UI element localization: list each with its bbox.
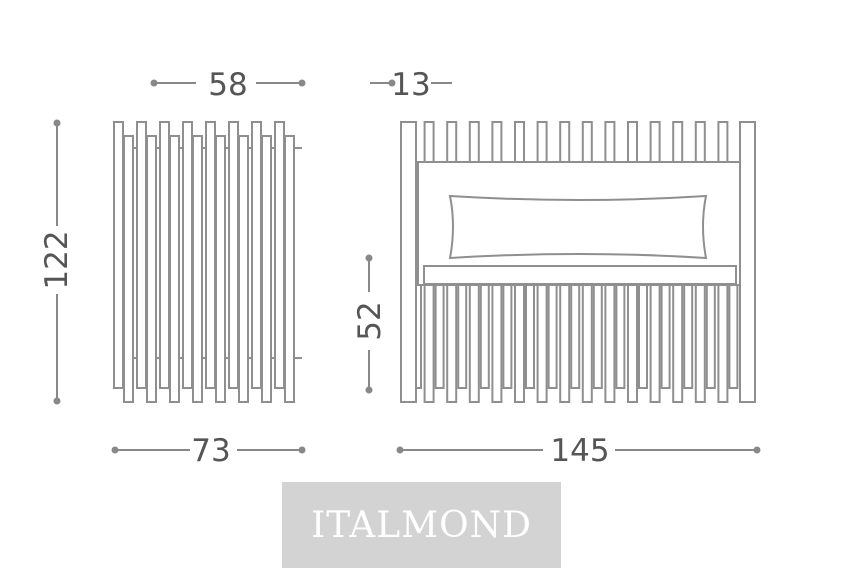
dimension-label-13: 13 (391, 67, 430, 103)
dimension-label-58: 58 (208, 67, 247, 103)
front-left-arm (400, 121, 417, 403)
front-slat-top (604, 121, 616, 165)
front-slat-bottom (627, 284, 638, 403)
front-slat-bottom (514, 284, 525, 403)
front-slat-top (581, 121, 593, 165)
front-slat-top (559, 121, 571, 165)
front-slat-bottom-inner (434, 284, 445, 389)
side-slat-back (182, 121, 193, 389)
front-slat-bottom (581, 284, 593, 403)
front-slat-top (423, 121, 435, 165)
front-slat-bottom (649, 284, 661, 403)
dimension-seat-height: 52 (352, 254, 388, 394)
front-slat-bottom-inner (683, 284, 694, 389)
front-slat-top (627, 121, 638, 165)
front-slat-bottom-inner (728, 284, 739, 389)
side-slat-front (192, 135, 203, 403)
front-slat-bottom-inner (615, 284, 626, 389)
front-slat-top (694, 121, 706, 165)
front-right-arm (739, 121, 756, 403)
front-slat-bottom-inner (547, 284, 558, 389)
dimension-height: 122 (39, 119, 75, 405)
front-slat-bottom-inner (502, 284, 513, 389)
side-slat-front (238, 135, 249, 403)
dimension-side-depth-bottom: 73 (111, 433, 306, 469)
dimension-label-122: 122 (39, 230, 75, 289)
side-slat-back (113, 121, 124, 389)
front-slats-back-row (401, 121, 751, 165)
side-slat-back (228, 121, 239, 389)
front-slat-bottom-inner (660, 284, 671, 389)
front-slat-bottom (672, 284, 684, 403)
brand-logo: ITALMOND (282, 482, 561, 568)
front-slat-bottom-inner (479, 284, 490, 389)
side-slat-front (284, 135, 295, 403)
front-slat-top (717, 121, 729, 165)
front-slat-bottom-inner (525, 284, 535, 389)
dimension-label-73: 73 (191, 433, 230, 469)
front-slat-top (672, 121, 684, 165)
front-slat-top (536, 121, 548, 165)
front-slat-bottom-inner (705, 284, 716, 389)
dimension-label-52: 52 (352, 301, 388, 340)
front-slat-top (491, 121, 503, 165)
front-slat-bottom-inner (592, 284, 603, 389)
side-slat-front (123, 135, 134, 403)
side-slat-back (251, 121, 262, 389)
front-slat-bottom (446, 284, 458, 403)
seat-cushion (423, 265, 737, 285)
front-slats-lower-row (401, 284, 751, 403)
dimension-label-145: 145 (550, 433, 609, 469)
side-slat-back (205, 121, 216, 389)
side-slat-back (136, 121, 147, 389)
front-slat-bottom (717, 284, 729, 403)
front-slat-bottom (491, 284, 503, 403)
front-slat-top (514, 121, 525, 165)
front-slat-bottom (536, 284, 548, 403)
side-slat-front (169, 135, 180, 403)
front-slat-bottom (694, 284, 706, 403)
front-slat-bottom (468, 284, 480, 403)
front-slat-bottom (604, 284, 616, 403)
front-slat-top (649, 121, 661, 165)
back-cushion (448, 194, 708, 260)
front-slat-top (446, 121, 458, 165)
front-view-armchair (400, 121, 756, 403)
side-slat-back (274, 121, 285, 389)
side-slat-front (146, 135, 157, 403)
front-slat-bottom-inner (638, 284, 648, 389)
dimension-slat-width: 13 (370, 67, 452, 103)
side-slat-front (215, 135, 226, 403)
front-slat-bottom-inner (457, 284, 468, 389)
side-view-armchair (113, 121, 302, 403)
front-slat-bottom-inner (570, 284, 581, 389)
side-slat-front (261, 135, 272, 403)
brand-logo-text: ITALMOND (311, 504, 532, 546)
side-slat-back (159, 121, 170, 389)
front-slat-bottom (559, 284, 571, 403)
front-slat-bottom (423, 284, 435, 403)
front-slat-top (468, 121, 480, 165)
dimension-side-depth-top: 58 (150, 67, 306, 103)
dimension-front-width: 145 (396, 433, 761, 469)
